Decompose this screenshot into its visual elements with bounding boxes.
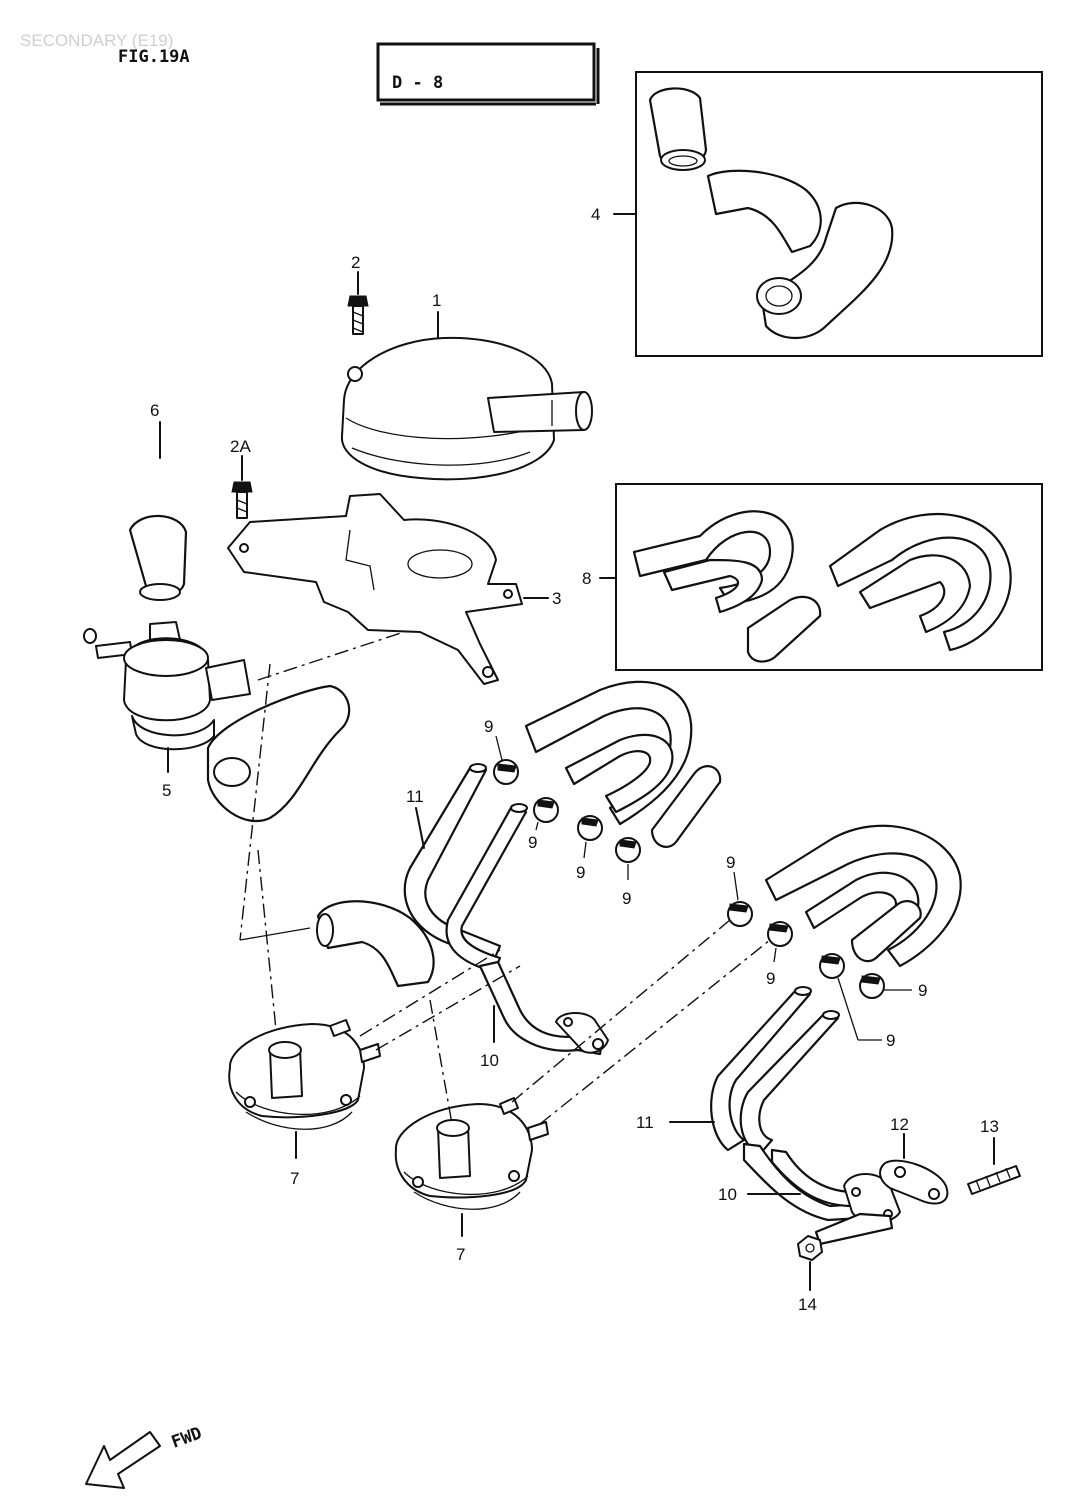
callout-9-f: 9 xyxy=(766,969,775,988)
connecting-hose xyxy=(206,684,351,823)
clamp-9-b xyxy=(533,797,559,823)
callout-11b: 11 xyxy=(636,1113,654,1132)
pipe-10-upper xyxy=(478,960,609,1056)
air-pump-7-left xyxy=(228,1019,381,1130)
callout-2: 2 xyxy=(351,253,360,272)
callout-9-h: 9 xyxy=(886,1031,895,1050)
reed-valve-5 xyxy=(95,514,251,751)
air-cleaner-case-1 xyxy=(340,336,593,481)
callout-9-b: 9 xyxy=(528,833,537,852)
arrow-down-left-icon xyxy=(85,1431,161,1489)
inset-u-hose-set-8 xyxy=(615,483,1043,671)
pipe-11-lower xyxy=(710,986,840,1156)
callout-4: 4 xyxy=(591,205,600,224)
callout-9-a: 9 xyxy=(484,717,493,736)
u-hose-lower-group xyxy=(764,824,962,968)
section-code: D - 8 xyxy=(392,73,443,93)
clamp-9-g xyxy=(819,953,845,979)
callout-12: 12 xyxy=(890,1115,909,1134)
callout-1: 1 xyxy=(432,291,441,310)
fwd-label: FWD xyxy=(169,1423,205,1452)
clamp-9-h xyxy=(859,973,885,999)
u-hose-upper-group xyxy=(524,680,722,848)
callout-3: 3 xyxy=(552,589,561,608)
section-code-box: D - 8 xyxy=(376,42,600,106)
callout-7b: 7 xyxy=(456,1245,465,1264)
clamp-9-a xyxy=(493,759,519,785)
callout-14: 14 xyxy=(798,1295,817,1314)
inset-hose-set-4 xyxy=(635,71,1043,357)
clamp-9-d xyxy=(615,837,641,863)
clamp-9-e xyxy=(727,901,753,927)
callout-2a: 2A xyxy=(230,437,251,456)
figure-title: FIG.19A xyxy=(118,47,190,67)
watermark-text: SECONDARY (E19) xyxy=(20,31,173,50)
clamp-9-c xyxy=(577,815,603,841)
callout-9-c: 9 xyxy=(576,863,585,882)
vacuum-hose-6 xyxy=(49,375,285,644)
callout-13: 13 xyxy=(980,1117,999,1136)
elbow-hose-upper-unit xyxy=(316,900,435,988)
callout-9-g: 9 xyxy=(918,981,927,1000)
callout-6: 6 xyxy=(150,401,159,420)
callout-5: 5 xyxy=(162,781,171,800)
bolt-2a xyxy=(231,481,253,519)
stud-13 xyxy=(967,1165,1021,1195)
forward-direction-indicator: FWD xyxy=(85,1423,205,1489)
callout-9-e: 9 xyxy=(726,853,735,872)
callout-8: 8 xyxy=(582,569,591,588)
air-pump-7-right xyxy=(394,1097,549,1210)
callout-10b: 10 xyxy=(718,1185,737,1204)
gasket-12 xyxy=(879,1159,949,1205)
callout-11a: 11 xyxy=(406,787,424,806)
callout-10a: 10 xyxy=(480,1051,499,1070)
callout-7a: 7 xyxy=(290,1169,299,1188)
bolt-2 xyxy=(347,295,369,335)
nut-14 xyxy=(797,1235,823,1261)
clamp-9-f xyxy=(767,921,793,947)
callout-9-d: 9 xyxy=(622,889,631,908)
bracket-3 xyxy=(227,493,523,685)
